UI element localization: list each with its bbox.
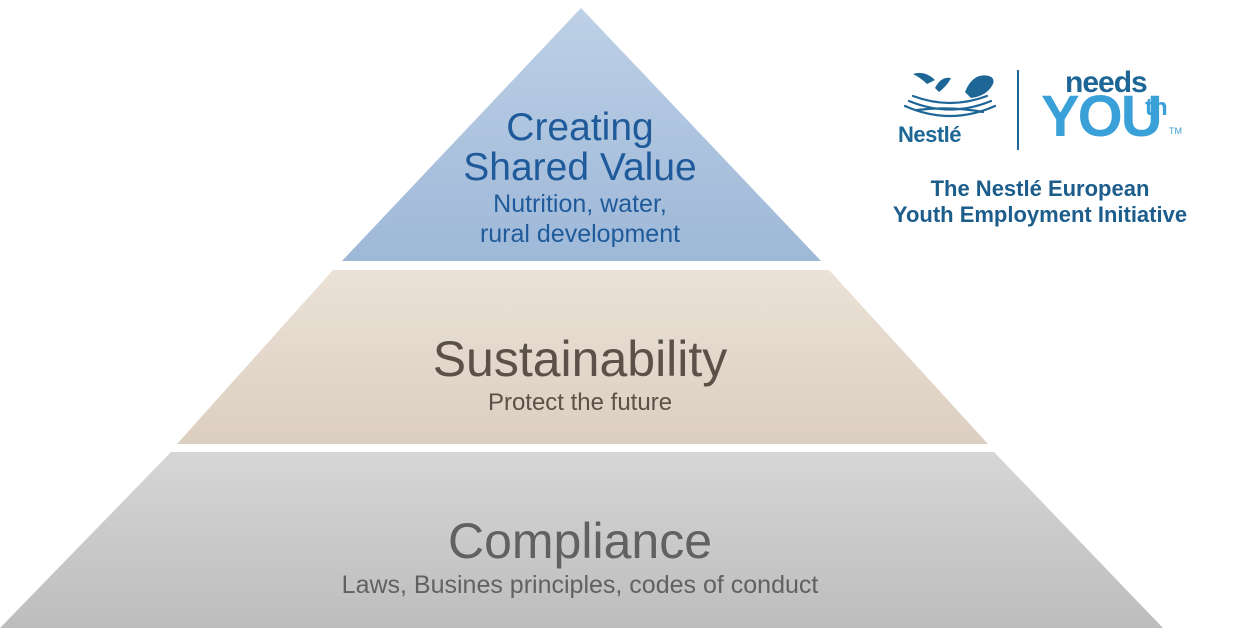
tier-top-shape [341, 8, 822, 262]
logo-divider [1017, 70, 1019, 150]
nestle-needs-youth-logo: Nestlé needs YOU th TM [895, 66, 1195, 156]
tier-compliance: Compliance Laws, Busines principles, cod… [180, 516, 980, 600]
needs-wordmark: needs [1065, 66, 1148, 99]
initiative-caption: The Nestlé European Youth Employment Ini… [835, 176, 1245, 229]
tier-sustainability: Sustainability Protect the future [330, 334, 830, 417]
tier-bottom-shape [0, 452, 1163, 628]
tier-subtitle: Nutrition, water, [493, 189, 667, 218]
tier-middle-shape [177, 270, 988, 444]
tier-subtitle: Protect the future [487, 389, 673, 416]
youth-th-superscript: th [1145, 94, 1168, 121]
tier-title: Compliance [447, 513, 712, 569]
nest-birds-icon [903, 72, 997, 118]
tier-subtitle: Laws, Busines principles, codes of condu… [341, 571, 819, 599]
nestle-wordmark: Nestlé [898, 122, 962, 147]
tier-title: Creating [506, 106, 654, 149]
tier-title: Shared Value [463, 145, 697, 189]
initiative-line: Youth Employment Initiative [892, 202, 1188, 228]
tier-creating-shared-value: Creating Shared Value Nutrition, water, … [380, 108, 780, 249]
trademark-mark: TM [1169, 126, 1182, 136]
youth-wordmark: YOU [1041, 84, 1163, 149]
initiative-line: The Nestlé European [930, 176, 1150, 201]
tier-title: Sustainability [432, 331, 728, 387]
tier-subtitle: rural development [479, 220, 681, 249]
